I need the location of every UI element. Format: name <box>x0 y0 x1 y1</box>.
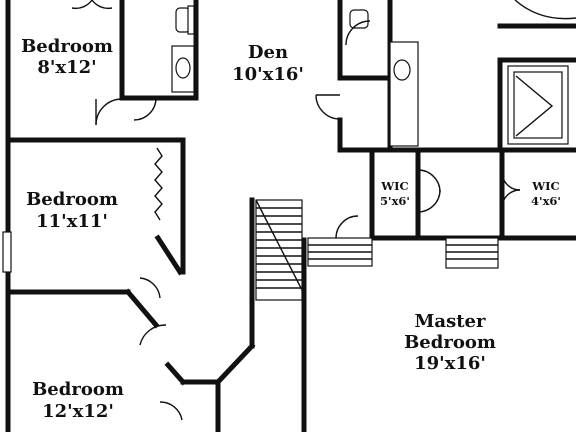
room-labels: Bedroom 8'x12' Den 10'x16' Bedroom 11'x1… <box>21 36 561 422</box>
fixtures <box>2 0 576 421</box>
den-size: 10'x16' <box>232 64 304 85</box>
bedroom-b-size: 11'x11' <box>36 211 108 232</box>
master-name-line1: Master <box>415 311 486 332</box>
staircase <box>255 199 303 301</box>
bedroom-a-name: Bedroom <box>21 36 113 57</box>
bedroom-c-name: Bedroom <box>32 379 124 400</box>
bedroom-a-size: 8'x12' <box>37 57 96 78</box>
bedroom-b-name: Bedroom <box>26 189 118 210</box>
wic-right-size: 4'x6' <box>531 194 561 208</box>
wic-left-size: 5'x6' <box>380 194 410 208</box>
master-size: 19'x16' <box>414 353 486 374</box>
wic-right-name: WIC <box>531 179 559 193</box>
master-name-line2: Bedroom <box>404 332 496 353</box>
den-name: Den <box>248 42 288 63</box>
wic-left-name: WIC <box>380 179 408 193</box>
walls <box>5 0 576 432</box>
bedroom-c-size: 12'x12' <box>42 401 114 422</box>
